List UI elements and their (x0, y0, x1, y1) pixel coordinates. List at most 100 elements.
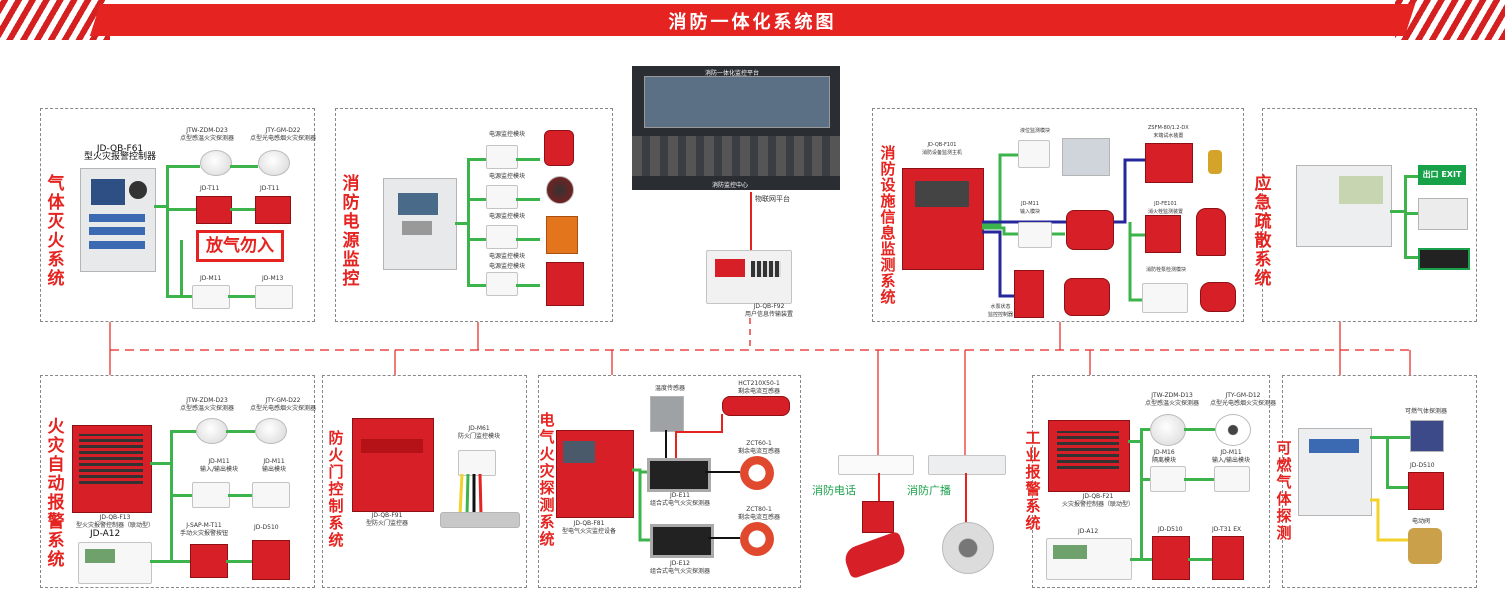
gas-detection-controller (1298, 428, 1372, 516)
alarm-smoke-detector-icon (255, 418, 287, 444)
gasdet-d510-label: JD-D510 (1410, 462, 1435, 469)
fire-door-controller (352, 418, 434, 512)
fire-pump-set-icon (1066, 210, 1114, 250)
alarm-m2-module (252, 482, 290, 508)
industrial-a12-device (1046, 538, 1132, 580)
electric-valve-icon (1408, 528, 1442, 564)
sprinkler-test-device (1145, 143, 1193, 183)
iot-platform-label: 物联网平台 (755, 195, 790, 203)
pump-detect-label: 消防栓泵检测模块 (1146, 267, 1187, 273)
gas-sensor-label: 可燃气体探测器 (1405, 408, 1448, 415)
industrial-smoke-detector-icon (1215, 414, 1251, 446)
page-title: 消防一体化系统图 (668, 12, 837, 33)
monitoring-center-photo (632, 66, 840, 190)
gasdet-sounder-icon (1408, 472, 1444, 510)
gas-t11-label-2: JD-T11 (260, 185, 280, 192)
power-module-label-2: 电源监控模块 (489, 173, 526, 180)
fire-pump-icon (544, 130, 574, 166)
gas-m11-module (192, 285, 230, 309)
gas-controller-label: JD-QB-F61 型火灾报警控制器 (84, 144, 157, 162)
smoke-detector-icon (258, 150, 290, 176)
alarm-a12-label: JD-A12 (90, 529, 121, 539)
alarm-m1-module (192, 482, 230, 508)
industrial-manual-button-icon (1212, 536, 1244, 580)
gas-controller-cabinet (80, 168, 156, 272)
hydrant-monitor-device (1145, 215, 1181, 253)
power-monitor-cabinet (383, 178, 457, 270)
facility-host-label: JD-QB-F101 消防设备监测主机 (922, 142, 963, 156)
residual-ct-3 (740, 522, 774, 556)
broadcast-label: 消防广播 (907, 484, 951, 497)
industrial-controller-label: JD-QB-F21 火灾报警控制器（联动型） (1062, 493, 1135, 508)
industrial-a12-label: JD-A12 (1078, 528, 1099, 535)
alarm-m2-label: JD-M11 输出模块 (262, 458, 287, 473)
power-module-1 (486, 145, 518, 169)
industrial-d2-label: JTY-GM-D12 点型光电感烟火灾探测器 (1210, 392, 1277, 407)
industrial-m11-label: JD-M11 输入/输出模块 (1212, 449, 1251, 464)
industrial-m16-label: JD-M16 隔离模块 (1152, 449, 1177, 464)
zct2-label: ZCT80-1 剩余电流互感器 (738, 506, 781, 521)
fire-shutter-icon (546, 216, 578, 254)
gas-detector-1-label: JTW-ZDM-D23 点型感温火灾探测器 (180, 127, 235, 142)
power-module-label-3: 电源监控模块 (489, 213, 526, 220)
door-system-label: 防火门控制系统 (328, 429, 344, 549)
electric-detector-e11 (647, 458, 711, 492)
power-module-label-1: 电源监控模块 (489, 131, 526, 138)
water-tank-icon (1062, 138, 1110, 176)
gas-m13-module (255, 285, 293, 309)
evac-controller (1296, 165, 1392, 247)
user-info-transmitter (706, 250, 792, 304)
broadcast-host (928, 455, 1006, 475)
hct-label: HCT210X50-1 剩余电流互感器 (738, 380, 781, 395)
power-module-label-5: 电源监控模块 (489, 263, 526, 270)
fire-hydrant-icon (1196, 208, 1226, 256)
industrial-system-label: 工业报警系统 (1025, 429, 1041, 532)
emergency-light-icon (1418, 198, 1468, 230)
level-module-label: 液位监测模块 (1020, 128, 1051, 134)
hydrant-monitor-label: JD-FE101 消火栓监测装置 (1148, 201, 1184, 215)
residual-ct-1 (722, 396, 790, 416)
alarm-detector-2-label: JTY-GM-D22 点型光电感烟火灾探测器 (250, 397, 317, 412)
monitor-screen-caption: 消防监控中心 (712, 182, 749, 189)
fire-monitor-nozzle-icon (1200, 282, 1236, 312)
alarm-sounder-icon (252, 540, 290, 580)
electric-detector-e12 (650, 524, 714, 558)
sprinkler-head-icon (1208, 150, 1222, 174)
temp-sensor-label: 温度传感器 (655, 385, 686, 392)
pump-control-cabinet (1014, 270, 1044, 318)
power-module-3 (486, 225, 518, 249)
pump-unit-icon (1064, 278, 1110, 316)
valve-label: 电动阀 (1412, 518, 1431, 525)
alarm-m1-label: JD-M11 输入/输出模块 (200, 458, 239, 473)
gas-detector-2-label: JTY-GM-D22 点型光电感烟火灾探测器 (250, 127, 317, 142)
power-system-label: 消防电源监控 (342, 174, 360, 289)
sprinkler-test-label: ZSFM-80/1.2-DX 末端试水装置 (1148, 125, 1189, 139)
facility-monitor-host (902, 168, 984, 270)
header-banner: 消防一体化系统图 (0, 0, 1505, 40)
monitor-screen-title: 消防一体化监控平台 (705, 70, 760, 77)
temp-sensor-icon (650, 396, 684, 432)
pump-detect-module (1142, 283, 1188, 313)
fire-door-module (458, 450, 496, 476)
alarm-a12-device (78, 542, 152, 584)
gas-m11-label: JD-M11 (200, 275, 222, 282)
power-module-label-4: 电源监控模块 (489, 253, 526, 260)
alarm-detector-1-label: JTW-ZDM-D23 点型感温火灾探测器 (180, 397, 235, 412)
alarm-controller-label: JD-QB-F13 型火灾报警控制器（联动型） (76, 514, 155, 529)
evac-system-label: 应急疏散系统 (1254, 174, 1272, 289)
manual-alarm-button-icon (196, 196, 232, 224)
industrial-m16-module (1150, 466, 1186, 492)
fire-door-module-label: JD-M61 防火门监控模块 (458, 425, 501, 440)
sounder-icon (255, 196, 291, 224)
industrial-t31-label: JD-T31 EX (1212, 526, 1242, 533)
direction-sign-icon (1418, 248, 1470, 270)
fire-door-controller-label: JD-QB-F91 型防火门监控器 (366, 512, 409, 527)
zct1-label: ZCT60-1 剩余电流互感器 (738, 440, 781, 455)
fire-phone-label: 消防电话 (812, 484, 856, 497)
heat-detector-icon (200, 150, 232, 176)
electric-controller-label: JD-QB-F81 型电气火灾监控设备 (562, 520, 617, 535)
